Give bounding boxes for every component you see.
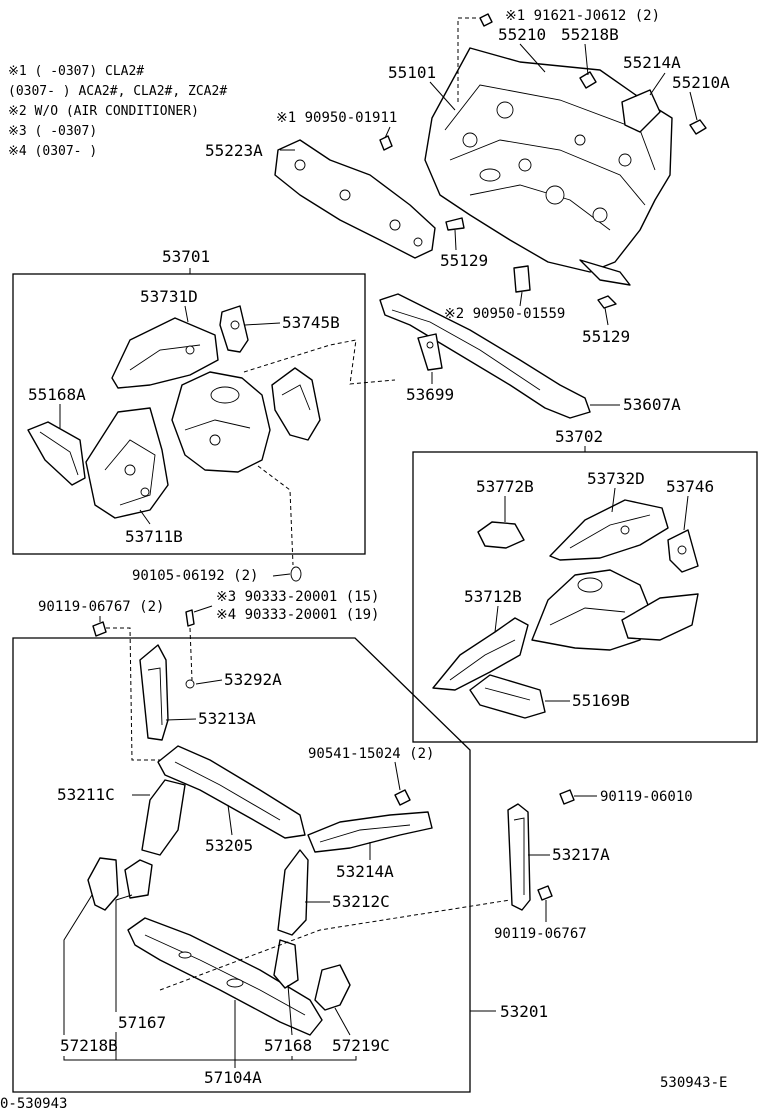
label-55129-a: 55129 — [440, 251, 488, 270]
group-53701: 53701 53731D 53745B 55168A 53711B — [12, 247, 396, 566]
label-90119-06010: 90119-06010 — [600, 789, 693, 805]
label-90333-15: ※3 90333-20001 (15) — [216, 589, 379, 605]
label-55218B: 55218B — [561, 25, 619, 44]
label-57218B: 57218B — [60, 1036, 118, 1055]
footer-code-left: 0-530943 — [0, 1096, 67, 1112]
label-90333-19: ※4 90333-20001 (19) — [216, 607, 379, 623]
box-53201 — [12, 637, 471, 1093]
label-53292A: 53292A — [224, 670, 282, 689]
note-1: ※1 ( -0307) CLA2# — [8, 64, 144, 79]
label-53214A: 53214A — [336, 862, 394, 881]
label-53213A: 53213A — [198, 709, 256, 728]
dash-panel-labels: ※1 91621-J0612 (2) 55210 55218B 55214A 5… — [205, 8, 730, 346]
label-91621: ※1 91621-J0612 (2) — [505, 8, 660, 24]
label-group-53701: 53701 — [162, 247, 210, 266]
label-57104A: 57104A — [204, 1068, 262, 1087]
label-53205: 53205 — [205, 836, 253, 855]
label-53217A: 53217A — [552, 845, 610, 864]
label-53731D: 53731D — [140, 287, 198, 306]
note-3: ※3 ( -0307) — [8, 124, 97, 139]
group-53702: 53702 53772B 53732D 53746 53712B 55169B — [412, 427, 758, 743]
note-1b: (0307- ) ACA2#, CLA2#, ZCA2# — [8, 84, 227, 99]
label-53746: 53746 — [666, 477, 714, 496]
label-55214A: 55214A — [623, 53, 681, 72]
box-53702 — [412, 451, 758, 743]
label-90119-06767-2: 90119-06767 (2) — [38, 599, 164, 615]
footer-code-right: 530943-E — [660, 1075, 727, 1091]
label-53607A: 53607A — [623, 395, 681, 414]
label-53745B: 53745B — [282, 313, 340, 332]
note-2: ※2 W/O (AIR CONDITIONER) — [8, 104, 199, 119]
box-53701 — [12, 273, 366, 555]
label-group-53201: 53201 — [500, 1002, 548, 1021]
label-55168A: 55168A — [28, 385, 86, 404]
footer: 0-530943 530943-E — [0, 1075, 727, 1112]
label-57168: 57168 — [264, 1036, 312, 1055]
label-90105: 90105-06192 (2) — [132, 568, 258, 584]
label-55101: 55101 — [388, 63, 436, 82]
label-53211C: 53211C — [57, 785, 115, 804]
label-55210: 55210 — [498, 25, 546, 44]
group-53217A: 90119-06010 53217A 90119-06767 — [494, 789, 693, 942]
dash-cross-member: 53699 53607A — [379, 293, 681, 419]
label-55169B: 55169B — [572, 691, 630, 710]
label-55210A: 55210A — [672, 73, 730, 92]
label-53699: 53699 — [406, 385, 454, 404]
label-55223A: 55223A — [205, 141, 263, 160]
label-53732D: 53732D — [587, 469, 645, 488]
fasteners-middle: 90105-06192 (2) 90119-06767 (2) ※3 90333… — [38, 566, 379, 761]
label-53212C: 53212C — [332, 892, 390, 911]
label-55129-b: 55129 — [582, 327, 630, 346]
label-90541: 90541-15024 (2) — [308, 746, 434, 762]
group-53201: 53201 53292A 53213A 90541-15024 (2) — [12, 637, 548, 1093]
label-53772B: 53772B — [476, 477, 534, 496]
label-90950-01559: ※2 90950-01559 — [444, 306, 565, 322]
note-4: ※4 (0307- ) — [8, 144, 97, 159]
label-57167: 57167 — [118, 1013, 166, 1032]
label-57219C: 57219C — [332, 1036, 390, 1055]
notes-block: ※1 ( -0307) CLA2# (0307- ) ACA2#, CLA2#,… — [8, 64, 227, 159]
label-53711B: 53711B — [125, 527, 183, 546]
label-53712B: 53712B — [464, 587, 522, 606]
label-90950-01911: ※1 90950-01911 — [276, 110, 397, 126]
label-group-53702: 53702 — [555, 427, 603, 446]
label-90119-06767: 90119-06767 — [494, 926, 587, 942]
dash-panel-illustration — [274, 13, 707, 309]
